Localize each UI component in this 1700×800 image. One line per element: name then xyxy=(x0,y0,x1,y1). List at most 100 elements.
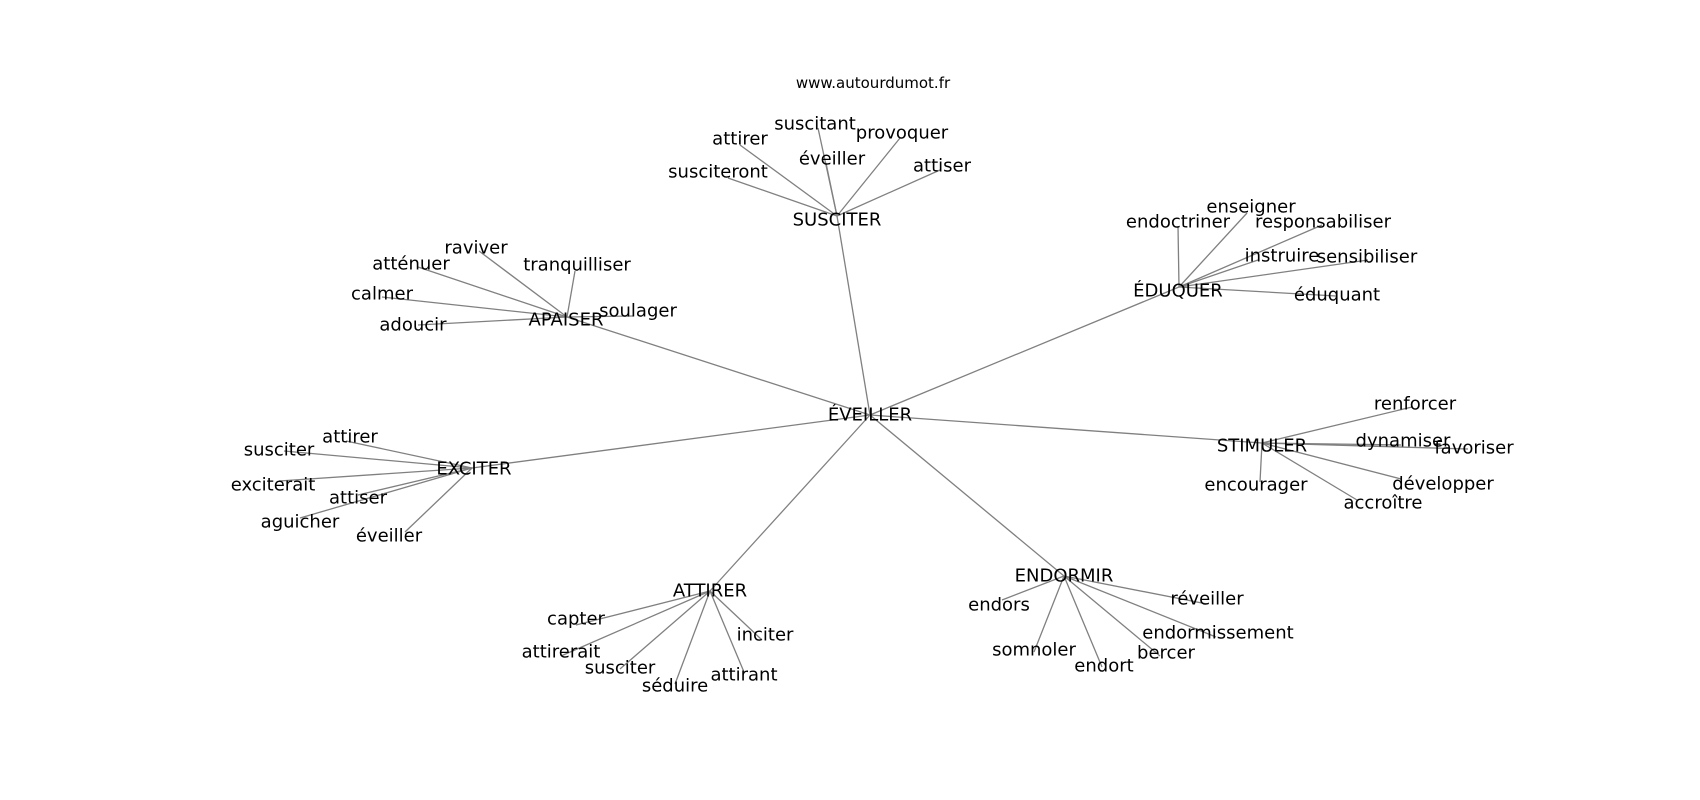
word-node: enseigner xyxy=(1206,197,1296,218)
word-node: sensibiliser xyxy=(1317,247,1418,268)
word-node: endors xyxy=(968,595,1030,616)
edge-center-eduquer xyxy=(869,286,1180,416)
edge-apaiser-word xyxy=(566,315,634,318)
edge-center-stimuler xyxy=(869,414,1263,444)
edge-exciter-word xyxy=(283,450,473,469)
edge-susciter-word xyxy=(836,169,941,217)
word-node: attiser xyxy=(913,156,972,177)
word-node: éveiller xyxy=(799,149,866,170)
edge-center-attirer xyxy=(709,414,871,592)
edge-eduquer-word xyxy=(1178,224,1323,288)
edge-eduquer-word xyxy=(1178,212,1248,288)
edge-apaiser-word xyxy=(478,250,568,318)
edge-susciter-word xyxy=(825,162,838,217)
edge-susciter-word xyxy=(836,137,901,217)
word-node: réveiller xyxy=(1170,589,1244,610)
center-node: ÉVEILLER xyxy=(828,404,912,426)
edge-attirer-word xyxy=(709,590,745,673)
edge-apaiser-word xyxy=(417,316,568,326)
word-node: capter xyxy=(547,609,605,630)
word-node: aguicher xyxy=(261,512,340,533)
word-node: susciteront xyxy=(668,162,768,183)
word-node: adoucir xyxy=(379,315,447,336)
edge-stimuler-word xyxy=(1261,442,1402,480)
word-node: endormissement xyxy=(1142,623,1293,644)
edge-attirer-word xyxy=(709,590,763,641)
source-watermark: www.autourdumot.fr xyxy=(796,74,951,92)
word-node: somnoler xyxy=(992,640,1076,661)
word-node: susciter xyxy=(585,658,656,679)
group-node-apaiser: APAISER xyxy=(529,310,604,331)
word-node: provoquer xyxy=(856,123,949,144)
edge-susciter-word xyxy=(727,177,838,217)
word-node: dynamiser xyxy=(1356,431,1452,452)
word-node: éduquant xyxy=(1294,285,1380,306)
edge-apaiser-word xyxy=(417,266,568,318)
group-node-endormir: ENDORMIR xyxy=(1015,566,1114,587)
word-node: éveiller xyxy=(356,526,423,547)
word-node: attiser xyxy=(329,488,388,509)
edge-exciter-word xyxy=(345,440,473,469)
word-node: accroître xyxy=(1344,493,1423,514)
group-node-attirer: ATTIRER xyxy=(673,581,747,602)
word-node: atténuer xyxy=(372,254,450,275)
edge-center-endormir xyxy=(869,414,1065,577)
edge-endormir-word xyxy=(1063,575,1103,668)
word-node: encourager xyxy=(1204,475,1308,496)
edge-attirer-word xyxy=(560,590,711,657)
word-node: raviver xyxy=(444,238,508,259)
edge-stimuler-word xyxy=(1261,442,1469,450)
edge-eduquer-word xyxy=(1178,259,1369,288)
group-node-eduquer: ÉDUQUER xyxy=(1133,280,1223,302)
group-node-stimuler: STIMULER xyxy=(1217,436,1307,457)
group-node-exciter: EXCITER xyxy=(436,459,511,480)
edge-attirer-word xyxy=(575,590,711,626)
group-node-susciter: SUSCITER xyxy=(793,210,882,231)
edge-eduquer-word xyxy=(1178,259,1259,288)
word-node: séduire xyxy=(642,676,708,697)
edge-exciter-word xyxy=(299,467,473,519)
edge-apaiser-word xyxy=(381,296,568,318)
edge-susciter-word xyxy=(739,144,838,217)
word-node: tranquilliser xyxy=(523,255,631,276)
word-node: suscitant xyxy=(774,114,856,135)
word-node: susciter xyxy=(244,440,315,461)
word-node: attirant xyxy=(710,665,777,686)
edge-attirer-word xyxy=(674,590,711,685)
edges xyxy=(278,127,1469,685)
word-node: attirer xyxy=(712,129,768,150)
edge-stimuler-word xyxy=(1259,442,1263,483)
edge-exciter-word xyxy=(404,467,473,533)
edge-center-apaiser xyxy=(566,316,871,416)
edge-exciter-word xyxy=(357,467,473,496)
word-node: exciterait xyxy=(231,475,316,496)
edge-attirer-word xyxy=(619,590,711,670)
edge-stimuler-word xyxy=(1261,442,1358,501)
word-node: renforcer xyxy=(1374,394,1457,415)
word-node: attirer xyxy=(322,427,378,448)
edge-apaiser-word xyxy=(566,270,576,318)
edge-exciter-word xyxy=(278,467,473,482)
edge-center-exciter xyxy=(471,414,871,469)
edge-endormir-word xyxy=(1063,575,1161,657)
word-node: responsabiliser xyxy=(1255,212,1392,233)
word-node: inciter xyxy=(737,625,794,646)
edge-endormir-word xyxy=(1033,575,1065,653)
edge-endormir-word xyxy=(1001,575,1065,601)
edge-center-susciter xyxy=(836,215,871,416)
word-node: endort xyxy=(1074,656,1133,677)
word-node: endoctriner xyxy=(1126,212,1231,233)
word-node: instruire xyxy=(1245,246,1320,267)
edge-endormir-word xyxy=(1063,575,1217,638)
word-node: développer xyxy=(1392,474,1494,495)
edge-endormir-word xyxy=(1063,575,1208,605)
word-node: calmer xyxy=(351,284,414,305)
edge-eduquer-word xyxy=(1178,286,1337,297)
edge-stimuler-word xyxy=(1261,406,1413,444)
edge-eduquer-word xyxy=(1177,225,1180,288)
word-node: favoriser xyxy=(1434,438,1514,459)
word-node: attirerait xyxy=(522,642,601,663)
word-node: bercer xyxy=(1137,643,1195,664)
